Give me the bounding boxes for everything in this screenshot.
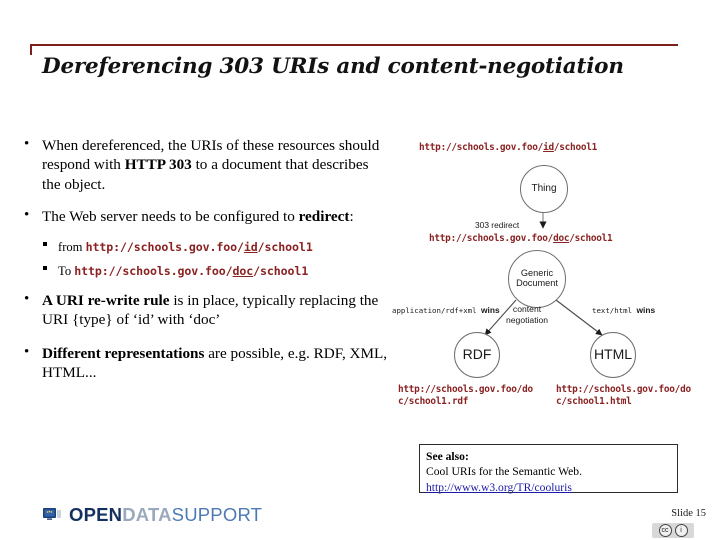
node-rdf-label: RDF bbox=[462, 346, 492, 363]
bullet-dot-icon: • bbox=[24, 290, 30, 307]
see-also-heading: See also: bbox=[426, 450, 469, 463]
node-thing: Thing bbox=[520, 165, 568, 213]
subbullet-url-id: http://schools.gov.foo/id/school1 bbox=[85, 240, 313, 255]
subbullet-item-to: To http://schools.gov.foo/doc/school1 bbox=[12, 263, 390, 279]
subbullet-prefix-from: from bbox=[58, 240, 86, 255]
node-html-label: HTML bbox=[593, 346, 633, 363]
slide-number: Slide 15 bbox=[671, 508, 706, 519]
page-title: Dereferencing 303 URIs and content-negot… bbox=[42, 54, 624, 79]
logo-wordmark: OPENDATASUPPORT bbox=[69, 504, 263, 525]
node-html: HTML bbox=[590, 332, 636, 378]
diagram-edges bbox=[484, 211, 603, 336]
bullet-item-1: • When dereferenced, the URIs of these r… bbox=[12, 136, 390, 194]
bullet-dot-icon: • bbox=[24, 136, 30, 152]
content-column: • When dereferenced, the URIs of these r… bbox=[12, 136, 390, 395]
see-also-description: Cool URIs for the Semantic Web. bbox=[426, 465, 582, 479]
node-thing-label: Thing bbox=[531, 182, 557, 194]
monitor-icon bbox=[42, 507, 62, 523]
creative-commons-badge: cc i bbox=[652, 523, 694, 538]
bullet-item-4: • Different representations are possible… bbox=[12, 344, 390, 383]
bullet-item-3: • A URI re-write rule is in place, typic… bbox=[12, 291, 390, 330]
square-bullet-icon bbox=[43, 242, 47, 247]
subbullet-prefix-to: To bbox=[58, 263, 75, 278]
edge-label-303-redirect: 303 redirect bbox=[475, 220, 520, 230]
node-rdf: RDF bbox=[454, 332, 500, 378]
bullet-text-1: When dereferenced, the URIs of these res… bbox=[42, 137, 380, 193]
see-also-box: See also: Cool URIs for the Semantic Web… bbox=[419, 444, 678, 494]
subbullet-url-doc: http://schools.gov.foo/doc/school1 bbox=[74, 263, 309, 278]
bullet-text-4: Different representations are possible, … bbox=[42, 344, 388, 381]
title-rule-tick bbox=[30, 44, 32, 55]
bullet-text-2: The Web server needs to be configured to… bbox=[42, 207, 354, 225]
open-data-support-logo: OPENDATASUPPORT bbox=[42, 504, 262, 526]
cc-by-icon: i bbox=[674, 524, 688, 537]
dereferencing-diagram: http://schools.gov.foo/id/school1 Thing … bbox=[382, 132, 720, 424]
cc-icon: cc bbox=[658, 524, 672, 537]
diagram-url-id: http://schools.gov.foo/id/school1 bbox=[419, 142, 598, 153]
bullet-dot-icon: • bbox=[24, 206, 30, 223]
edge-label-rdf-wins: application/rdf+xml wins bbox=[392, 305, 500, 315]
square-bullet-icon bbox=[43, 265, 47, 270]
bullet-dot-icon: • bbox=[24, 343, 30, 360]
diagram-url-doc: http://schools.gov.foo/doc/school1 bbox=[429, 233, 613, 244]
edge-label-html-wins: text/html wins bbox=[592, 305, 656, 315]
title-rule bbox=[30, 44, 678, 46]
bullet-text-3: A URI re-write rule is in place, typical… bbox=[42, 291, 379, 329]
see-also-link[interactable]: http://www.w3.org/TR/cooluris bbox=[426, 480, 572, 494]
bullet-item-2: • The Web server needs to be configured … bbox=[12, 207, 390, 226]
subbullet-item-from: from http://schools.gov.foo/id/school1 bbox=[12, 239, 390, 255]
